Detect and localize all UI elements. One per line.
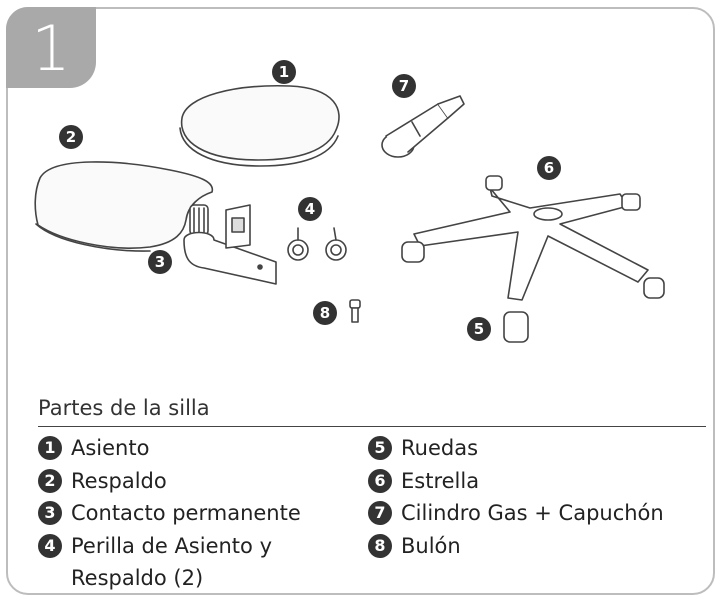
callout-2-text: 2 <box>66 128 76 146</box>
callout-7: 7 <box>392 74 416 98</box>
part-item: 2 Respaldo <box>38 465 321 498</box>
gas-cylinder-drawing <box>381 95 465 158</box>
part-number-badge: 1 <box>38 436 62 460</box>
part-number-badge: 6 <box>368 468 392 493</box>
callout-8-text: 8 <box>320 304 330 322</box>
title-divider <box>38 426 706 427</box>
part-number-badge: 4 <box>38 533 62 558</box>
callout-8: 8 <box>313 301 337 325</box>
part-label: Respaldo <box>71 468 167 493</box>
callout-3-text: 3 <box>155 253 165 271</box>
parts-title: Partes de la silla <box>38 396 210 420</box>
chair-parts-illustration: 1 2 3 4 5 6 7 8 <box>34 60 665 343</box>
part-label: Cilindro Gas + Capuchón <box>401 501 664 525</box>
part-item: 3 Contacto permanente <box>38 497 321 530</box>
callout-4-text: 4 <box>305 200 315 218</box>
part-item: 8 Bulón <box>368 530 664 563</box>
part-number-badge: 5 <box>368 436 392 460</box>
step-number: 1 <box>31 12 71 85</box>
callout-1: 1 <box>272 60 296 84</box>
callout-5-text: 5 <box>474 320 484 338</box>
part-label: Asiento <box>71 436 150 460</box>
part-item: 5 Ruedas <box>368 432 664 465</box>
backrest-drawing <box>34 161 214 252</box>
knobs-drawing <box>287 227 347 261</box>
part-number-badge: 3 <box>38 501 62 525</box>
seat-drawing <box>179 84 340 167</box>
part-item: 7 Cilindro Gas + Capuchón <box>368 497 664 530</box>
part-item: 1 Asiento <box>38 432 321 465</box>
part-number-badge: 7 <box>368 501 392 525</box>
callout-4: 4 <box>298 197 322 221</box>
part-label: Estrella <box>401 468 480 493</box>
step-badge: 1 <box>6 7 96 88</box>
instruction-panel <box>6 7 715 595</box>
callout-3: 3 <box>148 250 172 274</box>
callout-7-text: 7 <box>399 77 409 95</box>
part-label: Contacto permanente <box>71 501 301 525</box>
callout-2: 2 <box>59 125 83 149</box>
parts-list-right: 5 Ruedas 6 Estrella 7 Cilindro Gas + Cap… <box>368 432 664 562</box>
callout-6-text: 6 <box>544 159 554 177</box>
part-number-badge: 2 <box>38 468 62 493</box>
part-item: 4 Perilla de Asiento y Respaldo (2) <box>38 530 321 595</box>
bolt-drawing <box>349 299 361 323</box>
part-label: Perilla de Asiento y Respaldo (2) <box>71 533 272 591</box>
permanent-contact-drawing <box>183 204 277 285</box>
part-item: 6 Estrella <box>368 465 664 498</box>
part-label: Bulón <box>401 533 461 558</box>
part-number-badge: 8 <box>368 533 392 558</box>
star-base-drawing <box>401 175 665 343</box>
callout-5: 5 <box>467 317 491 341</box>
parts-list-left: 1 Asiento 2 Respaldo 3 Contacto permanen… <box>38 432 321 595</box>
part-label: Ruedas <box>401 436 479 460</box>
callout-1-text: 1 <box>279 63 289 81</box>
callout-6: 6 <box>537 156 561 180</box>
